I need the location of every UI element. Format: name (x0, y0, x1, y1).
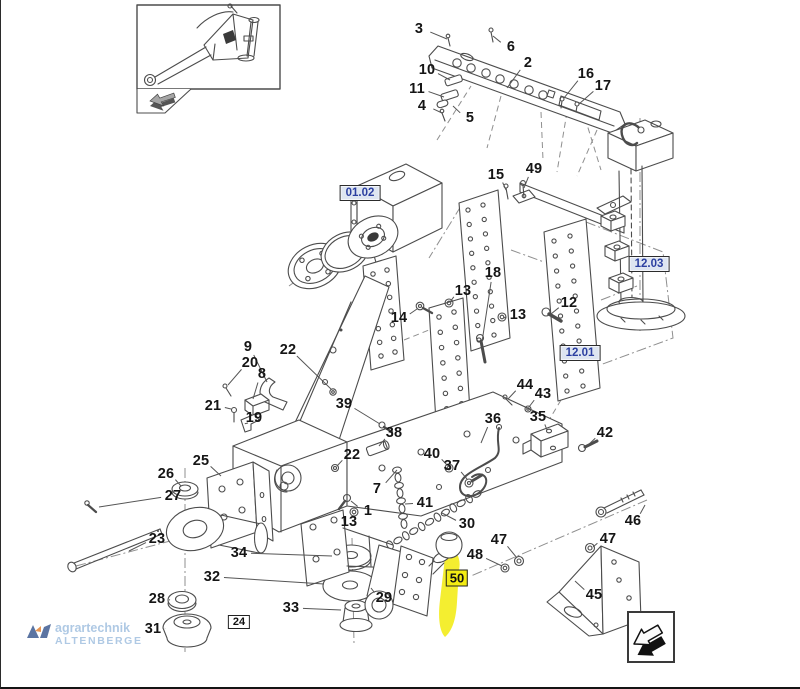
part-callout-41: 41 (416, 495, 434, 511)
part-callout-23: 23 (148, 531, 166, 547)
pulley-set (287, 215, 399, 290)
assembly-thumbnail-inset (136, 3, 281, 114)
part-callout-13: 13 (454, 283, 472, 299)
jack-clamp-block-1 (600, 210, 626, 232)
part-callout-44: 44 (516, 377, 534, 393)
jack-stand (596, 119, 686, 331)
bolt-46 (500, 489, 645, 573)
part-callout-34: 34 (230, 545, 248, 561)
part-callout-43: 43 (534, 386, 552, 402)
part-callout-21: 21 (204, 398, 222, 414)
part-callout-35: 35 (529, 409, 547, 425)
dealer-logo-icon (27, 624, 51, 638)
part-callout-39: 39 (335, 396, 353, 412)
part-callout-1: 1 (363, 503, 373, 519)
part-callout-30: 30 (458, 516, 476, 532)
drawbar-support-plate (346, 391, 563, 517)
part-callout-3: 3 (414, 21, 424, 37)
watermark-line1: agrartechnik (55, 621, 131, 635)
part-callout-8: 8 (257, 366, 267, 382)
highlight-marker-50 (439, 546, 460, 637)
part-callout-22: 22 (279, 342, 297, 358)
channel-plate-left (458, 189, 511, 352)
watermark-line2: ALTENBERGE (55, 634, 143, 647)
part-callout-5: 5 (465, 110, 475, 126)
prev-page-arrow-icon (637, 636, 666, 656)
tow-eye (165, 506, 269, 554)
part-callout-7: 7 (372, 481, 382, 497)
part-callout-28: 28 (148, 591, 166, 607)
part-callout-14: 14 (390, 310, 408, 326)
ball-hitch-50 (392, 531, 463, 617)
prev-page-nav-box[interactable] (627, 611, 675, 663)
part-callout-12: 12 (560, 295, 578, 311)
part-callout-29: 29 (375, 590, 393, 606)
pull-cable (458, 423, 503, 497)
safety-chain-long (386, 490, 482, 550)
part-callout-20: 20 (241, 355, 259, 371)
part-callout-47: 47 (599, 531, 617, 547)
part-callout-49: 49 (525, 161, 543, 177)
part-callout-6: 6 (506, 39, 516, 55)
part-callout-26: 26 (157, 466, 175, 482)
highlighted-part-50: 50 (445, 569, 469, 587)
part-callout-48: 48 (466, 547, 484, 563)
part-callout-37: 37 (443, 458, 461, 474)
jack-clamp-block-3 (608, 272, 634, 294)
jack-clamp-block-2 (604, 240, 630, 262)
part-callout-17: 17 (594, 78, 612, 94)
part-callout-18: 18 (484, 265, 502, 281)
part-callout-13: 13 (509, 307, 527, 323)
safety-chain-short (392, 466, 408, 529)
part-callout-22: 22 (343, 447, 361, 463)
part-callout-42: 42 (596, 425, 614, 441)
part-callout-13: 13 (340, 514, 358, 530)
ref-link-01.02[interactable]: 01.02 (339, 185, 381, 201)
part-callout-9: 9 (243, 339, 253, 355)
ref-link-12.01[interactable]: 12.01 (559, 345, 601, 361)
small-hardware-left (222, 377, 394, 473)
part-callout-15: 15 (487, 167, 505, 183)
tow-eye-hardware (67, 481, 212, 648)
part-callout-32: 32 (203, 569, 221, 585)
part-callout-4: 4 (417, 98, 427, 114)
part-callout-47: 47 (490, 532, 508, 548)
part-callout-40: 40 (423, 446, 441, 462)
part-callout-33: 33 (282, 600, 300, 616)
part-callout-11: 11 (409, 81, 425, 97)
part-callout-10: 10 (418, 62, 436, 78)
part-callout-19: 19 (245, 410, 263, 426)
part-callout-16: 16 (577, 66, 595, 82)
watermark: agrartechnik ALTENBERGE (26, 619, 143, 647)
part-callout-27: 27 (164, 488, 182, 504)
part-callout-45: 45 (585, 587, 603, 603)
part-callout-36: 36 (484, 411, 502, 427)
clamp-bracket (522, 423, 569, 458)
inset-prev-arrow-icon (149, 92, 176, 111)
part-callout-25: 25 (192, 453, 210, 469)
part-callout-31: 31 (144, 621, 162, 637)
callout-leader-lines (98, 31, 646, 629)
link-lines (403, 85, 602, 426)
ref-link-12.03[interactable]: 12.03 (628, 256, 670, 272)
part-callout-2: 2 (523, 55, 533, 71)
part-callout-38: 38 (385, 425, 403, 441)
part-callout-46: 46 (624, 513, 642, 529)
boxed-part-24: 24 (227, 615, 251, 629)
